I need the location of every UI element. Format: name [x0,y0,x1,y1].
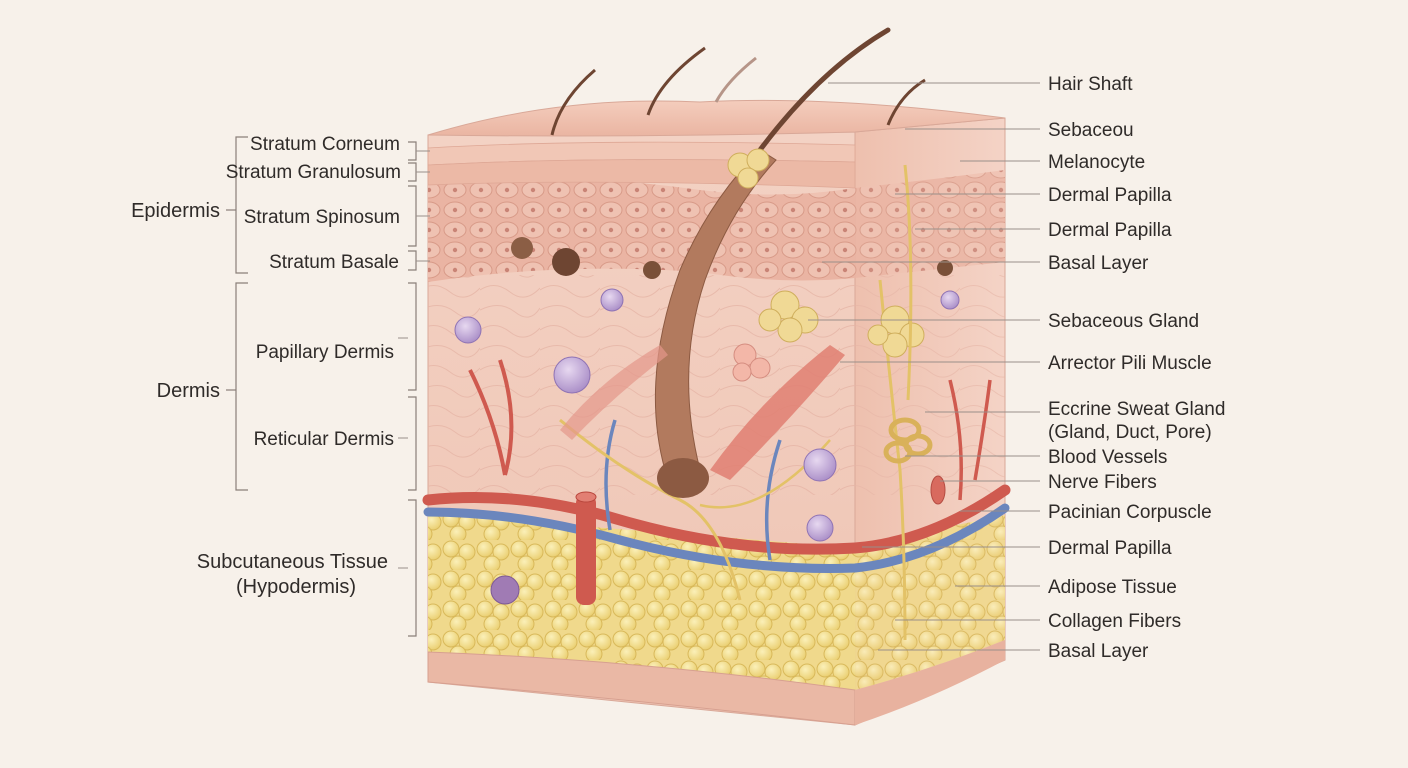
label-collagen-fibers: Collagen Fibers [1048,611,1181,632]
adipose-layer [428,515,855,690]
label-papillary-dermis: Papillary Dermis [256,342,394,363]
immune-cell [803,448,837,482]
left-text-labels: Epidermis Dermis Subcutaneous Tissue (Hy… [131,134,401,598]
label-basal-layer: Basal Layer [1048,641,1149,662]
label-sebaceous-gland: Sebaceous Gland [1048,311,1199,332]
vessel-cut-end [575,491,597,503]
label-adipose-tissue: Adipose Tissue [1048,577,1177,598]
vein [423,503,1010,573]
nerve-fiber [559,418,742,601]
label-reticular-dermis: Reticular Dermis [254,429,394,450]
melanocyte [552,248,580,276]
side-deep-fascia [855,640,1005,725]
right-leaders [808,82,1040,651]
surface-hair [646,46,706,116]
arrector-pili-muscle [710,345,845,480]
label-hair-shaft: Hair Shaft [1048,74,1133,95]
vein-branch [604,419,782,561]
eccrine-sweat-gland [883,164,933,464]
immune-cell [454,316,482,344]
label-dermal-papilla: Dermal Papilla [1048,220,1172,241]
stratum-spinosum-bracket [408,185,417,247]
stratum-corneum-bracket [408,141,417,161]
label-melanocyte: Melanocyte [1048,152,1145,173]
immune-cell [600,288,624,312]
hypodermis-bracket [408,499,417,637]
immune-cell [553,356,591,394]
right-text-labels: Hair Shaft Sebaceou Melanocyte Dermal Pa… [1048,74,1225,662]
label-pacinian-corpuscle: Pacinian Corpuscle [1048,502,1212,523]
label-subcutaneous-tissue: Subcutaneous Tissue [197,551,388,573]
label-eccrine-sweat-gland: Eccrine Sweat Gland [1048,399,1225,420]
papillary-dermis-bracket [408,282,417,391]
surface-hair [714,56,757,103]
melanocyte [643,261,661,279]
label-nerve-fibers: Nerve Fibers [1048,472,1157,493]
epidermis-cell-layer [428,178,855,282]
label-dermal-papilla: Dermal Papilla [1048,185,1172,206]
sebaceous-gland [758,290,819,343]
melanocyte [511,237,533,259]
sebaceous-glands [727,148,925,382]
label-basal-layer: Basal Layer [1048,253,1149,274]
vessel-cut [576,495,596,605]
label-stratum-granulosum: Stratum Granulosum [226,162,401,183]
stratum-basale-bracket [408,250,417,271]
side-fiber-texture [855,275,1005,495]
immune-cells [454,288,960,605]
label-dermal-papilla: Dermal Papilla [1048,538,1172,559]
hair [550,27,926,498]
immune-cell [940,290,960,310]
label-dermis: Dermis [157,380,220,402]
label-stratum-basale: Stratum Basale [269,252,399,273]
stratum-granulosum-bracket [408,162,417,182]
melanocytes [511,237,953,279]
sweat-duct [903,164,913,401]
pacinian-corpuscle [930,475,946,505]
label-hypodermis: (Hypodermis) [236,576,356,598]
arrector-pili-muscle [560,345,668,440]
hair-bulb [657,458,709,498]
artery [422,484,1011,555]
melanocyte [937,260,953,276]
artery-branch [468,359,514,476]
label-sebaceou: Sebaceou [1048,120,1134,141]
label-eccrine-sweat-gland-sub: (Gland, Duct, Pore) [1048,422,1212,443]
label-epidermis: Epidermis [131,200,220,222]
hair-shaft [757,27,891,153]
surface-hair [550,68,596,136]
sebaceous-gland [727,148,770,189]
sweat-gland-coil [883,417,933,464]
side-epidermis-cells [855,170,1005,278]
label-arrector-pili-muscle: Arrector Pili Muscle [1048,353,1212,374]
label-blood-vessels: Blood Vessels [1048,447,1167,468]
label-stratum-spinosum: Stratum Spinosum [244,207,400,228]
side-vessel [948,379,992,501]
left-leaders [398,150,430,569]
epidermis-bracket [235,136,248,274]
glandular-cluster [732,343,771,382]
left-brackets [226,136,430,637]
skin-surface [427,99,1006,137]
immune-cell [490,575,520,605]
immune-cell [806,514,834,542]
label-stratum-corneum: Stratum Corneum [250,134,400,155]
dermis-bracket [235,282,248,491]
reticular-dermis-bracket [408,396,417,491]
blood-vessels [422,359,1011,605]
